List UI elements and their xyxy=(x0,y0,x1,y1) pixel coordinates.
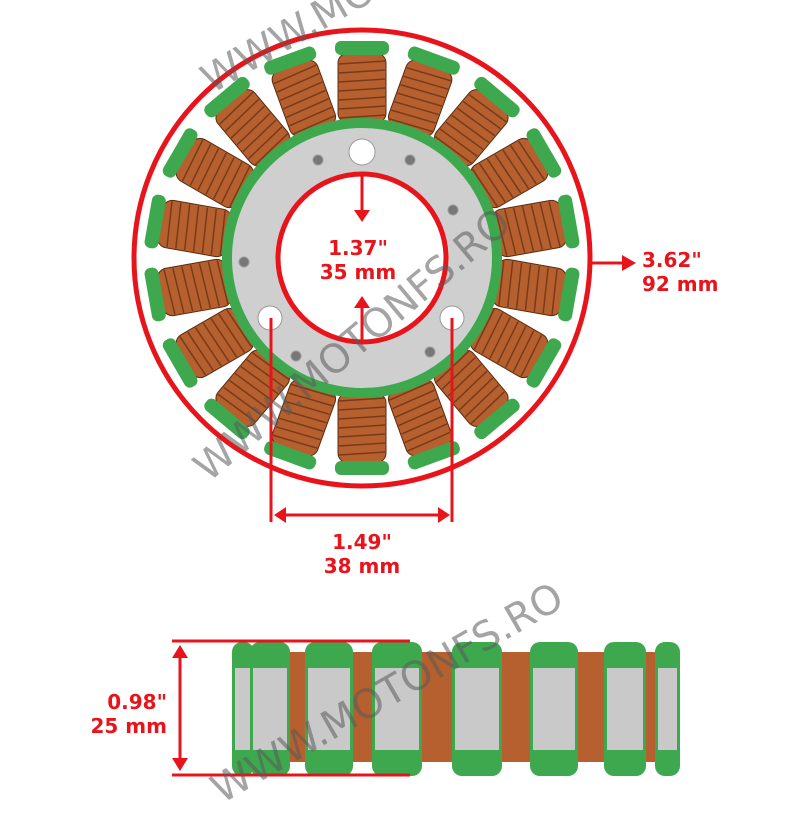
side-pole xyxy=(250,642,290,776)
height-label: 0.98" 25 mm xyxy=(91,690,167,738)
bolt-hole xyxy=(447,204,459,216)
coil xyxy=(264,46,337,138)
coil xyxy=(470,128,562,209)
bolt-spacing-mm: 38 mm xyxy=(323,554,401,578)
outer-diameter-arrow xyxy=(590,255,636,271)
coil xyxy=(470,307,562,388)
outer-diameter-inches: 3.62" xyxy=(642,248,702,272)
side-pole xyxy=(305,642,353,776)
side-pole xyxy=(655,642,680,776)
inner-diameter-inches: 1.37" xyxy=(328,236,388,260)
side-pole xyxy=(372,642,422,776)
stator-side-view xyxy=(232,642,680,776)
side-pole xyxy=(452,642,502,776)
side-pole xyxy=(604,642,646,776)
bolt-hole xyxy=(312,154,324,166)
coil xyxy=(335,41,389,124)
height-dimension xyxy=(172,639,410,777)
bolt-hole xyxy=(404,154,416,166)
coil xyxy=(162,307,254,388)
inner-diameter-mm: 35 mm xyxy=(319,260,397,284)
coil xyxy=(264,378,337,470)
bolt-hole xyxy=(424,346,436,358)
inner-diameter-label: 1.37" 35 mm xyxy=(320,236,396,284)
coil xyxy=(387,378,460,470)
bolt-hole xyxy=(238,256,250,268)
bolt-hole xyxy=(290,350,302,362)
side-pole xyxy=(232,642,254,776)
bolt-spacing-label: 1.49" 38 mm xyxy=(324,530,400,578)
coil xyxy=(204,76,291,167)
outer-diameter-mm: 92 mm xyxy=(642,272,719,296)
coil xyxy=(433,76,520,167)
bolt-holes xyxy=(238,138,465,362)
stator-coils xyxy=(144,41,580,475)
side-pole xyxy=(530,642,578,776)
coil xyxy=(162,128,254,209)
outer-diameter-circle xyxy=(131,27,593,489)
coil xyxy=(335,392,389,475)
inner-diameter-arrows xyxy=(354,176,370,342)
outer-diameter-label: 3.62" 92 mm xyxy=(642,248,718,296)
height-inches: 0.98" xyxy=(107,690,167,714)
bolt-spacing-dimension xyxy=(269,318,454,523)
bolt-hole xyxy=(348,138,376,166)
bolt-spacing-inches: 1.49" xyxy=(332,530,392,554)
height-mm: 25 mm xyxy=(90,714,167,738)
coil xyxy=(491,194,580,258)
